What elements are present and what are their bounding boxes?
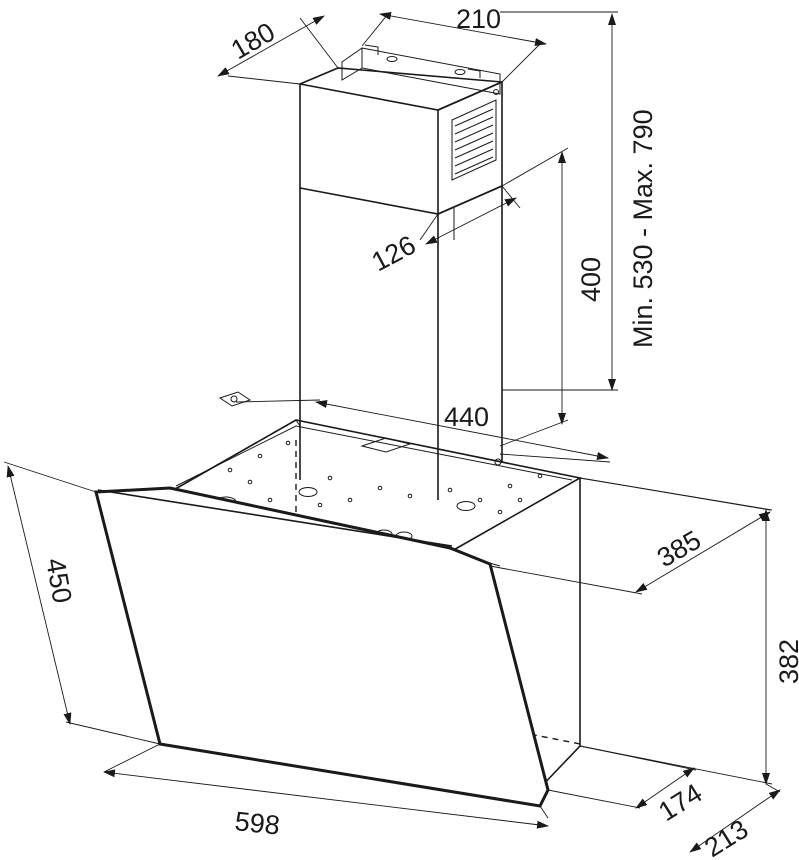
dimension-lower-depth: 174 [547, 745, 707, 827]
dimension-hood-width: 598 [103, 743, 549, 841]
label-180: 180 [226, 17, 280, 66]
label-213: 213 [699, 814, 753, 860]
label-440: 440 [444, 402, 489, 432]
dimension-chimney-depth: 180 [217, 15, 339, 85]
chimney-mounting-bracket [341, 44, 501, 95]
label-400: 400 [576, 257, 606, 302]
dimension-lower-chimney: 400 [499, 147, 606, 447]
dimension-chimney-width: 210 [361, 4, 547, 83]
ceiling-bracket [218, 391, 252, 407]
label-126: 126 [367, 230, 421, 278]
label-450: 450 [40, 556, 77, 606]
glass-front-panel [94, 486, 550, 808]
mounting-holes [215, 440, 543, 541]
label-210: 210 [456, 4, 501, 34]
dimension-canopy-depth: 385 [489, 477, 771, 595]
label-385: 385 [652, 525, 706, 574]
dimension-canopy-height: 382 [579, 477, 799, 785]
dimension-total-depth: 213 [689, 783, 781, 860]
ventilation-slots [451, 99, 497, 181]
label-chimney-height: Min. 530 - Max. 790 [628, 109, 658, 348]
dimension-mount-spacing: 440 [235, 399, 611, 463]
dimension-chimney-height: Min. 530 - Max. 790 [500, 11, 658, 391]
dimension-inner-offset: 126 [367, 185, 521, 278]
label-174: 174 [653, 778, 707, 827]
label-382: 382 [774, 639, 799, 684]
label-598: 598 [233, 806, 281, 841]
chimney-upper-section [297, 67, 503, 215]
